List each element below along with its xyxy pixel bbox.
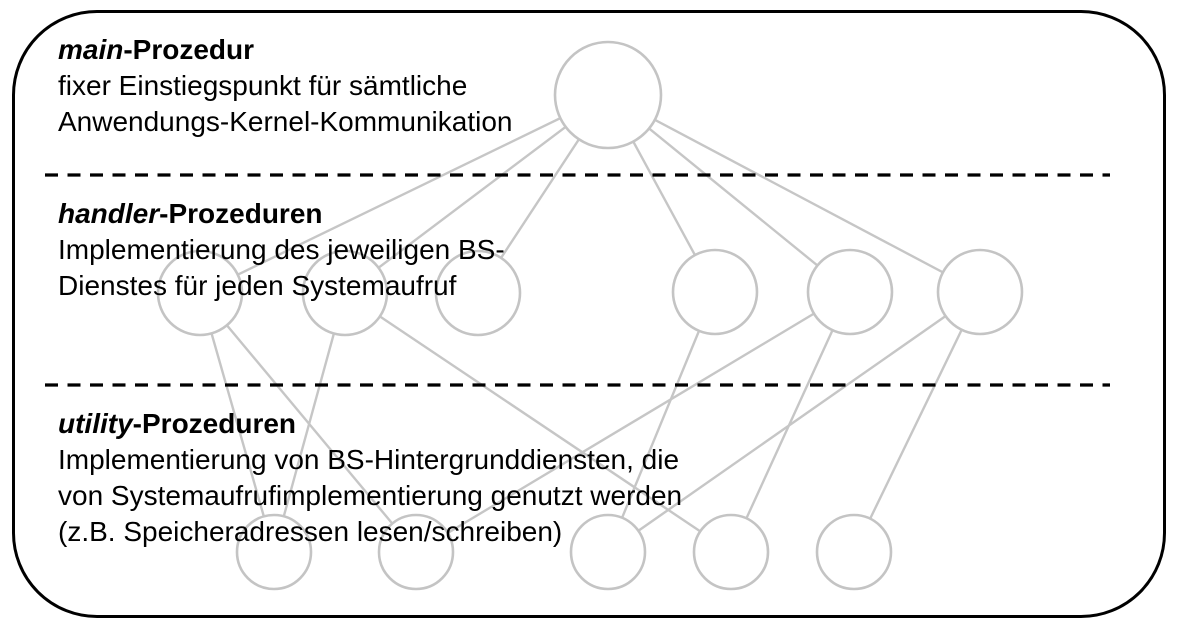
- utility-procedures-heading: utility-Prozeduren: [58, 408, 297, 439]
- utility-procedures-desc-line: (z.B. Speicheradressen lesen/schreiben): [58, 516, 563, 547]
- call-edge-handler-2-utility-4: [344, 292, 732, 553]
- main-procedure-label: main-Prozedur fixer Einstiegspunkt für s…: [58, 32, 512, 140]
- call-edge-handler-4-utility-3: [606, 291, 717, 553]
- call-edge-handler-5-utility-2: [415, 290, 851, 554]
- utility-procedures-label: utility-Prozeduren Implementierung von B…: [58, 406, 682, 550]
- utility-node-utility-1: [235, 513, 313, 591]
- utility-node-utility-2: [377, 513, 455, 591]
- rounded-border: [12, 10, 1166, 618]
- main-procedure-desc-line: fixer Einstiegspunkt für sämtliche: [58, 70, 468, 101]
- call-edge-handler-5-utility-4: [729, 291, 852, 553]
- call-edge-handler-6-utility-3: [607, 291, 981, 553]
- handler-procedures-desc-line: Dienstes für jeden Systemaufruf: [58, 270, 457, 301]
- call-edge-handler-1-utility-2: [199, 292, 417, 553]
- handler-node-handler-2: [301, 249, 389, 337]
- call-edge-handler-2-utility-1: [272, 292, 347, 553]
- handler-node-handler-3: [434, 249, 522, 337]
- call-edge-main-handler-1: [199, 93, 609, 295]
- handler-procedures-desc-line: Implementierung des jeweiligen BS-: [58, 234, 505, 265]
- utility-node-utility-5: [815, 513, 893, 591]
- handler-procedures-label: handler-Prozeduren Implementierung des j…: [58, 196, 505, 304]
- main-procedure-desc-line: Anwendungs-Kernel-Kommunikation: [58, 106, 513, 137]
- main-procedure-heading: main-Prozedur: [58, 34, 255, 65]
- handler-procedures-heading: handler-Prozeduren: [58, 198, 323, 229]
- utility-node-utility-3: [569, 513, 647, 591]
- utility-procedures-desc-line: von Systemaufrufimplementierung genutzt …: [58, 480, 683, 511]
- handler-node-handler-4: [671, 248, 759, 336]
- call-edge-main-handler-6: [607, 93, 981, 294]
- utility-procedures-desc-line: Implementierung von BS-Hintergrunddienst…: [58, 444, 680, 475]
- handler-node-handler-5: [806, 248, 894, 336]
- call-edge-handler-1-utility-1: [198, 292, 276, 553]
- handler-node-handler-6: [936, 248, 1024, 336]
- main-node-main: [553, 40, 663, 150]
- call-edge-handler-6-utility-5: [852, 291, 982, 553]
- utility-node-utility-4: [692, 513, 770, 591]
- call-edge-main-handler-2: [344, 94, 609, 294]
- handler-node-handler-1: [156, 249, 244, 337]
